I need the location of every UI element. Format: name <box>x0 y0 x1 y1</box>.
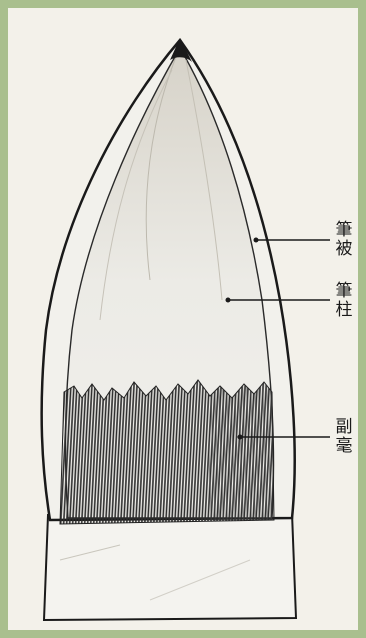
label-secondary: 副 毫 <box>334 418 354 456</box>
leader-dot-sheath <box>254 238 259 243</box>
label-sheath-char-2: 被 <box>334 240 354 259</box>
leader-dot-secondary <box>238 435 243 440</box>
label-secondary-char-1: 副 <box>334 418 354 437</box>
label-sheath: 筆 被 <box>334 221 354 259</box>
brush-ferrule <box>44 513 296 620</box>
label-sheath-char-1: 筆 <box>334 221 354 240</box>
label-pillar-char-2: 柱 <box>334 301 354 320</box>
brush-secondary-hairs <box>60 380 274 524</box>
label-pillar: 筆 柱 <box>334 282 354 320</box>
label-secondary-char-2: 毫 <box>334 437 354 456</box>
leader-dot-pillar <box>226 298 231 303</box>
label-pillar-char-1: 筆 <box>334 282 354 301</box>
